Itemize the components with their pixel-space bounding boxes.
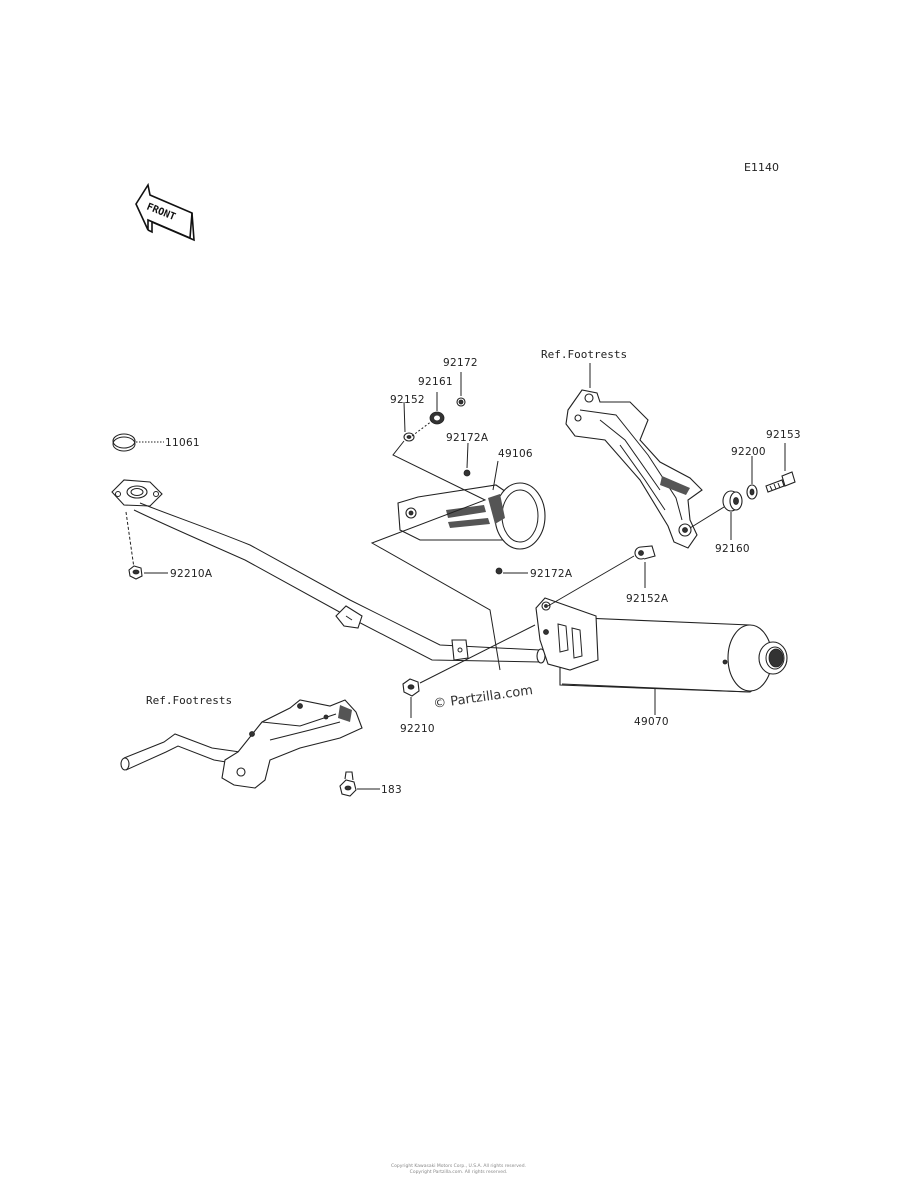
copyright-line-1: Copyright Kawasaki Motors Corp., U.S.A. …: [391, 1164, 526, 1169]
label-92172A-top: 92172A: [446, 432, 489, 444]
copyright-footer: Copyright Kawasaki Motors Corp., U.S.A. …: [0, 1164, 917, 1176]
bolt-92153: [765, 471, 796, 493]
label-183: 183: [381, 784, 402, 796]
watermark: © Partzilla.com: [432, 683, 533, 712]
label-92210: 92210: [400, 723, 435, 735]
front-arrow-icon: FRONT: [135, 182, 195, 242]
label-92153: 92153: [766, 429, 801, 441]
label-92152: 92152: [390, 394, 425, 406]
muffler-part: [535, 597, 788, 693]
spacer-92152A: [634, 545, 656, 560]
copyright-line-2: Copyright Partzilla.com. All rights rese…: [409, 1170, 508, 1175]
grommet-92160: [722, 490, 743, 512]
grommet-92161: [429, 411, 445, 425]
ref-footrests-top: Ref.Footrests: [541, 348, 627, 361]
figure-code: E1140: [744, 161, 779, 174]
footrest-bracket-top: [565, 389, 703, 549]
label-49070: 49070: [634, 716, 669, 728]
nut-92210: [402, 678, 420, 697]
label-92172: 92172: [443, 357, 478, 369]
label-92210A: 92210A: [170, 568, 213, 580]
label-92160: 92160: [715, 543, 750, 555]
bolt-183: [339, 771, 357, 797]
gasket-ring-part: [112, 433, 136, 452]
label-92200: 92200: [731, 446, 766, 458]
screw-92172A-bottom: [495, 567, 503, 575]
label-92152A: 92152A: [626, 593, 669, 605]
heat-shield-part: [397, 482, 546, 550]
label-11061: 11061: [165, 437, 200, 449]
washer-92200: [746, 484, 758, 500]
exhaust-header-pipe: [111, 479, 546, 664]
label-92172A-bottom: 92172A: [530, 568, 573, 580]
bolt-92172: [456, 397, 466, 407]
label-92161: 92161: [418, 376, 453, 388]
ref-footrests-bottom: Ref.Footrests: [146, 694, 232, 707]
screw-92172A-top: [463, 469, 471, 477]
label-49106: 49106: [498, 448, 533, 460]
spacer-92152: [403, 432, 415, 442]
nut-92210A: [128, 565, 143, 580]
footrest-assembly-bottom: [120, 699, 363, 789]
